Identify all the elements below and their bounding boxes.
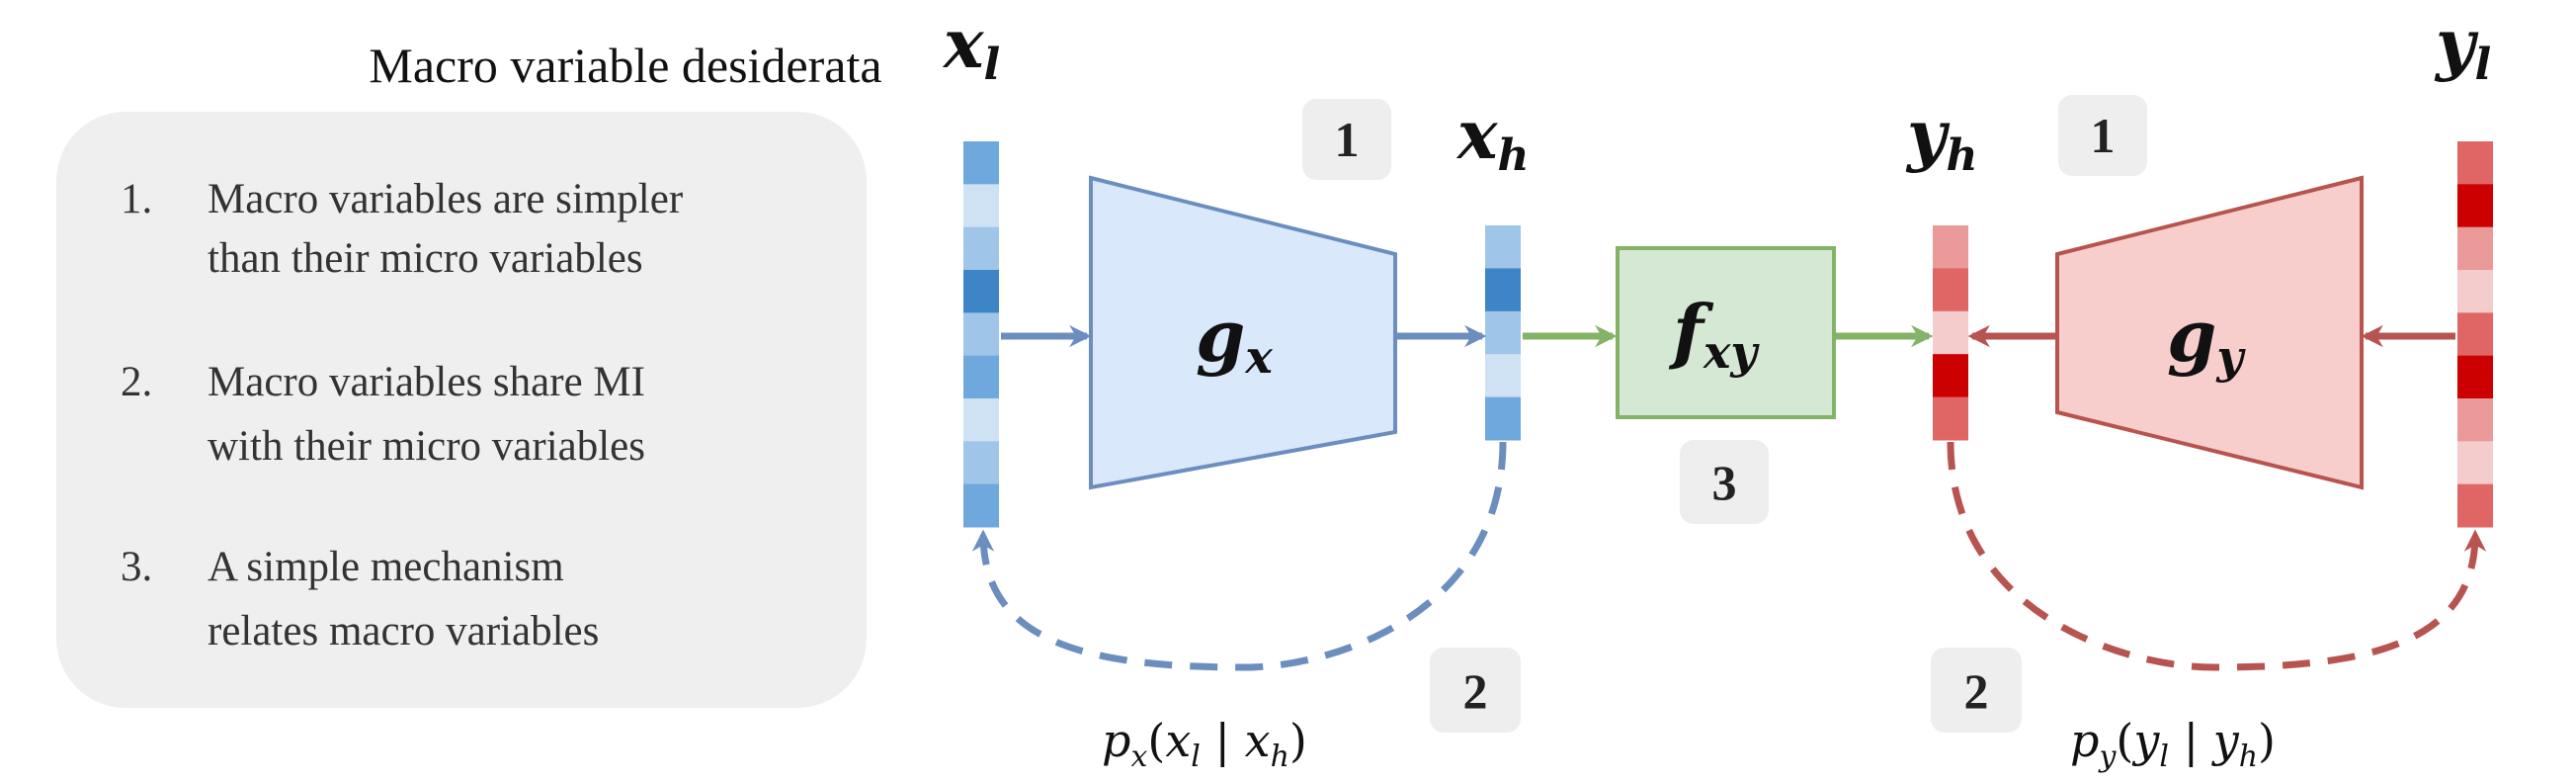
vector-cell bbox=[1485, 268, 1521, 312]
dashed-arrow-xh-to-xl bbox=[971, 441, 1507, 671]
vector-cell bbox=[963, 398, 999, 442]
svg-text:2: 2 bbox=[1463, 663, 1488, 719]
vector-cell bbox=[963, 226, 999, 271]
desiderata-item: 1. Macro variables are simpler than thei… bbox=[121, 176, 683, 282]
vector-cell bbox=[963, 483, 999, 528]
vector-cell bbox=[2457, 441, 2493, 485]
item-line: than their micro variables bbox=[208, 235, 643, 282]
badge-encoder-x: 1 bbox=[1302, 99, 1391, 180]
item-line: relates macro variables bbox=[208, 608, 599, 654]
vector-cell bbox=[2457, 141, 2493, 185]
svg-text:3: 3 bbox=[1712, 455, 1737, 510]
dashed-arrow-yh-to-yl bbox=[1947, 441, 2487, 671]
encoder-gy-shape bbox=[2055, 175, 2364, 490]
vector-cell bbox=[2457, 398, 2493, 442]
x-h-vector bbox=[1485, 225, 1521, 441]
encoder-gy-label: gy bbox=[2167, 294, 2246, 384]
formula-py: py(yl | yh) bbox=[2070, 714, 2276, 774]
svg-text:1: 1 bbox=[2091, 108, 2116, 163]
svg-text:1: 1 bbox=[1335, 112, 1360, 167]
x-l-label: xl bbox=[942, 5, 1000, 90]
vector-cell bbox=[1485, 310, 1521, 355]
svg-text:2: 2 bbox=[1964, 663, 1989, 719]
y-l-label: yl bbox=[2434, 5, 2491, 90]
desiderata-item: 3. A simple mechanism relates macro vari… bbox=[121, 544, 599, 654]
formula-px: px(xl | xh) bbox=[1102, 714, 1307, 774]
vector-cell bbox=[1933, 310, 1968, 355]
vector-cell bbox=[1933, 225, 1968, 269]
badge-decoder-x: 2 bbox=[1430, 648, 1521, 733]
item-number: 2. bbox=[121, 359, 152, 405]
vector-cell bbox=[963, 355, 999, 399]
item-line: with their micro variables bbox=[208, 423, 645, 470]
vector-cell bbox=[1485, 225, 1521, 269]
vector-cell bbox=[1933, 396, 1968, 441]
x-h-label: xh bbox=[1455, 96, 1530, 181]
panel-box bbox=[56, 112, 867, 708]
y-h-vector bbox=[1933, 225, 1968, 441]
vector-cell bbox=[963, 441, 999, 485]
item-number: 1. bbox=[121, 176, 152, 222]
item-line: Macro variables are simpler bbox=[208, 176, 683, 222]
y-h-label: yh bbox=[1905, 96, 1978, 181]
encoder-gx-shape bbox=[1089, 175, 1397, 490]
panel-title: Macro variable desiderata bbox=[369, 38, 881, 93]
badge-decoder-y: 2 bbox=[1931, 648, 2022, 733]
vector-cell bbox=[963, 184, 999, 228]
y-l-vector bbox=[2457, 141, 2493, 528]
vector-cell bbox=[963, 270, 999, 313]
vector-cell bbox=[1933, 268, 1968, 312]
desiderata-panel: Macro variable desiderata 1. Macro varia… bbox=[56, 38, 882, 708]
encoder-gx-label: gx bbox=[1196, 294, 1273, 384]
x-l-vector bbox=[963, 141, 999, 528]
desiderata-item: 2. Macro variables share MI with their m… bbox=[121, 359, 645, 470]
badge-mechanism: 3 bbox=[1680, 440, 1769, 524]
item-line: Macro variables share MI bbox=[208, 359, 645, 405]
item-line: A simple mechanism bbox=[208, 544, 564, 590]
vector-cell bbox=[963, 312, 999, 357]
badge-encoder-y: 1 bbox=[2058, 95, 2147, 176]
vector-cell bbox=[1485, 354, 1521, 398]
vector-cell bbox=[1933, 354, 1968, 398]
vector-cell bbox=[1485, 396, 1521, 441]
vector-cell bbox=[2457, 270, 2493, 313]
vector-cell bbox=[963, 141, 999, 185]
vector-cell bbox=[2457, 483, 2493, 528]
vector-cell bbox=[2457, 226, 2493, 271]
vector-cell bbox=[2457, 312, 2493, 357]
mechanism-fxy-label: fxy bbox=[1668, 289, 1760, 379]
item-number: 3. bbox=[121, 544, 152, 590]
vector-cell bbox=[2457, 184, 2493, 228]
vector-cell bbox=[2457, 355, 2493, 399]
